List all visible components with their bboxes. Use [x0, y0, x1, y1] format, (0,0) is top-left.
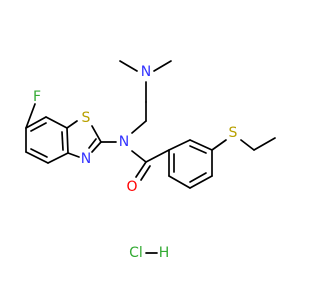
bond-ring-s	[211, 139, 227, 151]
bond-s-ch2	[240, 139, 255, 151]
bond-c4-c5	[25, 151, 49, 164]
atom-label-layer: N N N S S F O Cl H	[33, 64, 238, 261]
bond-ring-1	[168, 139, 191, 151]
bond-co	[135, 161, 147, 178]
salt-chlorine: Cl	[129, 245, 143, 261]
bond-c2-n3	[91, 141, 102, 153]
bond-ring-2-inner	[189, 145, 207, 154]
structure-canvas: N N N S S F O Cl H	[25, 60, 276, 261]
bond-methyl-n-2	[153, 60, 172, 72]
bond-ring-2	[189, 139, 213, 151]
bond-c2-n3-double	[88, 138, 97, 149]
bond-c7a-c3a	[66, 127, 69, 154]
atom-n-dimethyl: N	[141, 64, 151, 80]
atom-fluorine: F	[33, 89, 41, 105]
bond-ethyl-n	[131, 120, 147, 134]
atom-oxygen: O	[126, 179, 137, 195]
bond-c6-f	[25, 103, 36, 129]
bond-methyl-n-1	[119, 60, 138, 72]
bond-n-carbonyl	[131, 150, 147, 163]
bond-ch2-ch3	[253, 137, 276, 151]
atom-s-thiazole: S	[82, 110, 91, 126]
bond-n3-c3a	[67, 152, 80, 158]
atom-n-thiazole: N	[81, 151, 91, 167]
bond-ring-4-inner	[189, 172, 207, 183]
bond-c4-c5-inner	[30, 148, 48, 158]
bond-c3a-c4	[47, 152, 69, 164]
bond-ring-5	[168, 175, 191, 189]
bond-carbonyl-ring	[145, 149, 170, 163]
bond-c2-s	[91, 125, 102, 143]
bond-co-double	[140, 165, 151, 181]
bond-c6-c7	[25, 116, 47, 129]
bond-ring-4	[189, 175, 213, 189]
atom-n-amide: N	[119, 134, 129, 150]
bond-c6-c7-inner	[30, 122, 47, 132]
salt-hydrogen: H	[159, 245, 170, 261]
bond-c7-c7a	[45, 116, 68, 129]
chemical-structure: N N N S S F O Cl H	[25, 60, 276, 261]
bond-layer	[25, 60, 276, 254]
atom-s-thioether: S	[229, 125, 238, 141]
bond-c7a-c3a-inner	[61, 131, 64, 151]
bond-s-c7a	[66, 120, 78, 129]
